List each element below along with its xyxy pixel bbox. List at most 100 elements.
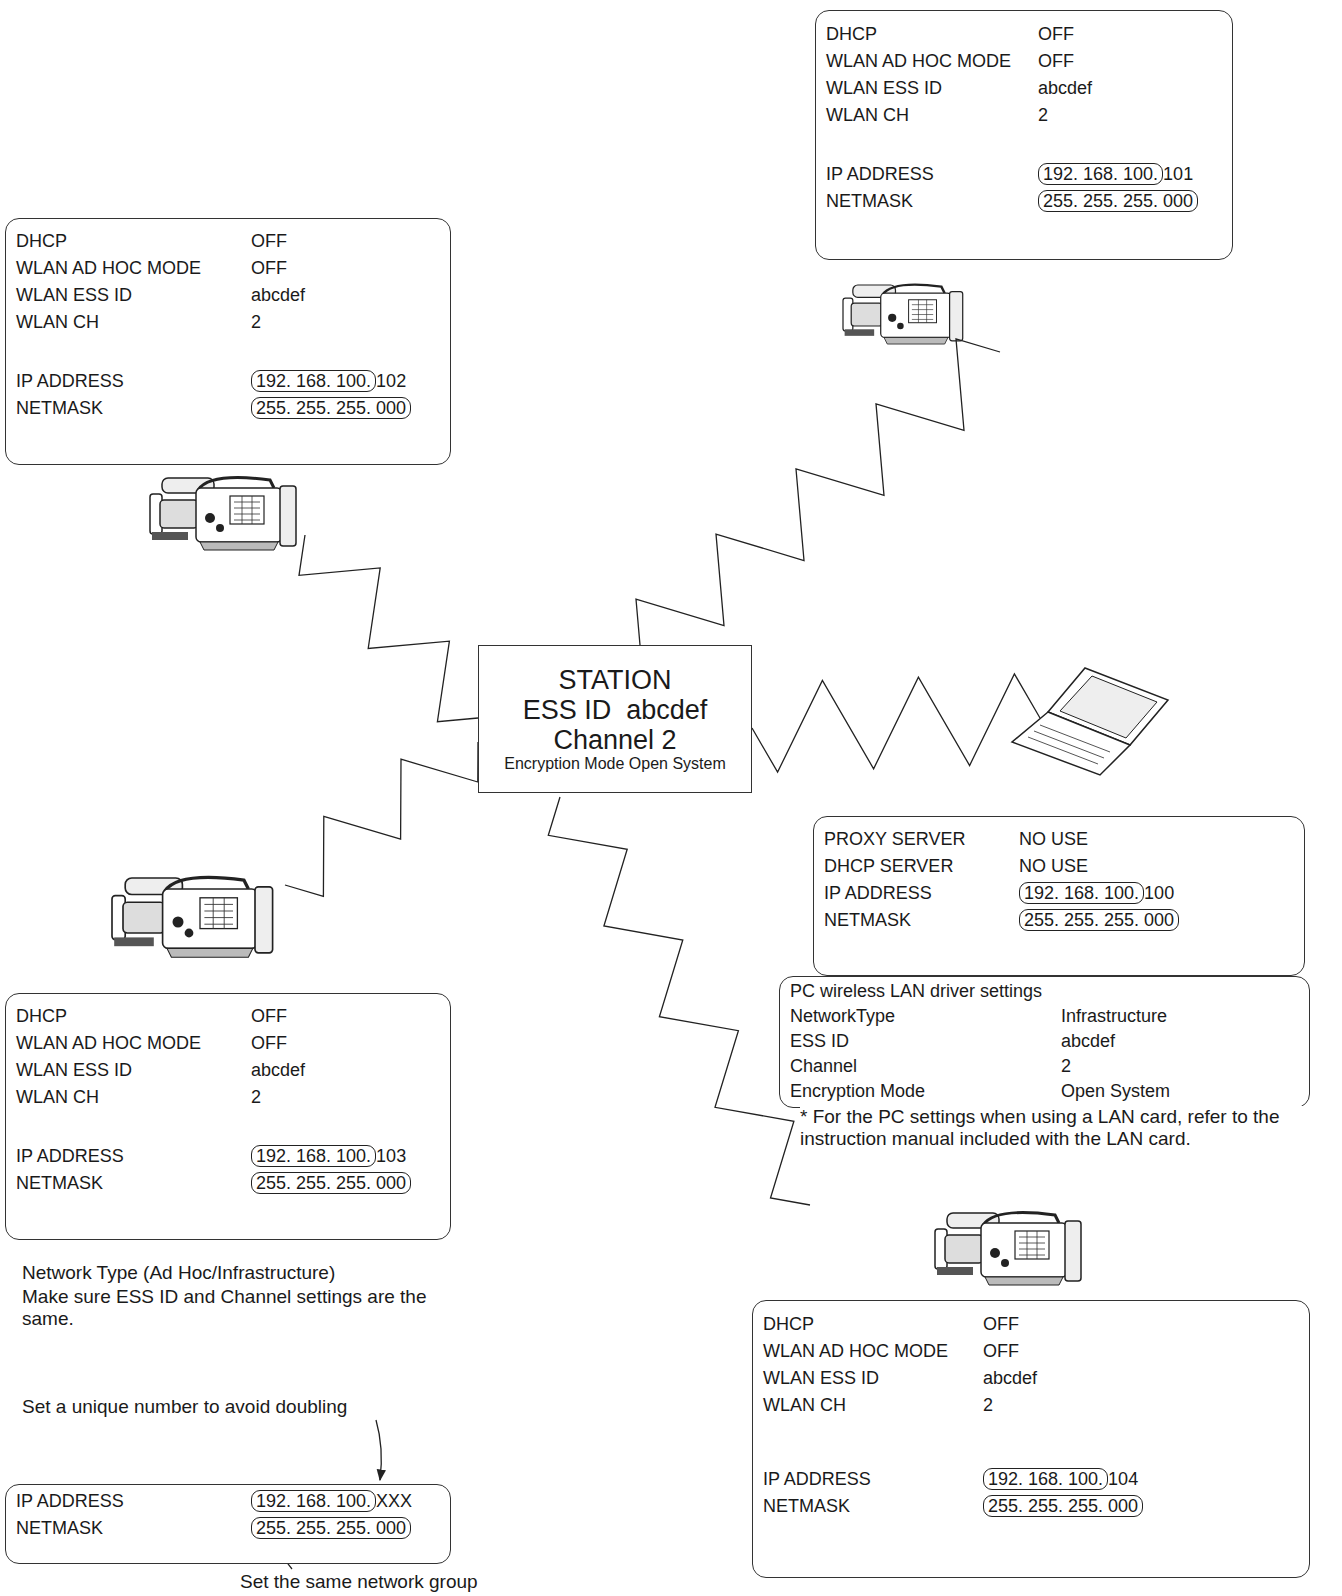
setting-value-text: 192. 168. 100.: [251, 370, 376, 392]
setting-label: IP ADDRESS: [824, 882, 932, 904]
setting-value-text: 2: [1061, 1056, 1071, 1076]
setting-value-text: 104: [1108, 1469, 1138, 1489]
setting-value-text: 192. 168. 100.: [251, 1490, 376, 1512]
settings-box: PC wireless LAN driver settingsNetworkTy…: [779, 976, 1310, 1108]
zigzag-link: [636, 339, 1000, 645]
setting-value-text: 255. 255. 255. 000: [1019, 909, 1179, 931]
setting-value-text: Infrastructure: [1061, 1006, 1167, 1026]
setting-value: OFF: [1038, 50, 1074, 72]
setting-label: IP ADDRESS: [16, 370, 124, 392]
setting-label: Encryption Mode: [790, 1080, 925, 1102]
setting-value: 2: [1061, 1055, 1071, 1077]
setting-value: Infrastructure: [1061, 1005, 1167, 1027]
settings-box: DHCPOFFWLAN AD HOC MODEOFFWLAN ESS IDabc…: [5, 993, 451, 1240]
setting-label: NETMASK: [16, 1517, 103, 1539]
setting-value-text: 102: [376, 371, 406, 391]
settings-box: DHCP OFF WLAN AD HOC MODE OFF WLAN ESS ID abc…: [5, 218, 451, 465]
setting-value: OFF: [251, 230, 287, 252]
station-box: STATIONESS ID abcdefChannel 2Encryption …: [478, 645, 752, 793]
setting-value: OFF: [983, 1313, 1019, 1335]
note-text: Make sure ESS ID and Channel settings ar…: [22, 1286, 432, 1330]
setting-label: PC wireless LAN driver settings: [790, 980, 1042, 1002]
setting-value-text: 2: [1038, 105, 1048, 125]
setting-value-text: abcdef: [251, 1060, 305, 1080]
setting-value: 192. 168. 100.101: [1038, 163, 1193, 185]
setting-label: WLAN AD HOC MODE: [763, 1340, 948, 1362]
setting-value: 255. 255. 255. 000: [251, 1517, 411, 1539]
setting-label: NETMASK: [763, 1495, 850, 1517]
station-text: Channel 2: [553, 725, 676, 755]
setting-value: 255. 255. 255. 000: [1019, 909, 1179, 931]
settings-box: IP ADDRESS192. 168. 100.XXXNETMASK255. 2…: [5, 1484, 451, 1564]
zigzag-link: [299, 535, 478, 722]
setting-label: WLAN AD HOC MODE: [16, 257, 201, 279]
setting-label: IP ADDRESS: [826, 163, 934, 185]
setting-value-text: 2: [983, 1395, 993, 1415]
setting-value: abcdef: [251, 1059, 305, 1081]
setting-value: OFF: [251, 1032, 287, 1054]
setting-value-text: OFF: [1038, 24, 1074, 44]
camera-figure: [935, 1213, 1081, 1285]
setting-value-text: 103: [376, 1146, 406, 1166]
camera-figure: [843, 285, 963, 344]
setting-label: IP ADDRESS: [16, 1145, 124, 1167]
setting-value: 2: [983, 1394, 993, 1416]
setting-label: WLAN CH: [826, 104, 909, 126]
setting-value-text: 2: [251, 312, 261, 332]
setting-value: 192. 168. 100.104: [983, 1468, 1138, 1490]
zigzag-link: [548, 797, 810, 1205]
settings-box: PROXY SERVERNO USEDHCP SERVERNO USEIP AD…: [813, 816, 1305, 976]
setting-label: NetworkType: [790, 1005, 895, 1027]
setting-value-text: abcdef: [1061, 1031, 1115, 1051]
setting-value-text: OFF: [983, 1314, 1019, 1334]
setting-value-text: OFF: [251, 231, 287, 251]
setting-label: WLAN CH: [16, 1086, 99, 1108]
setting-value-text: abcdef: [1038, 78, 1092, 98]
settings-box: DHCPOFFWLAN AD HOC MODEOFFWLAN ESS IDabc…: [815, 10, 1233, 260]
setting-value-text: OFF: [251, 258, 287, 278]
setting-value: 255. 255. 255. 000: [251, 397, 411, 419]
camera-figure: [112, 877, 273, 957]
setting-label: NETMASK: [826, 190, 913, 212]
station-text: STATION: [559, 665, 672, 695]
setting-value-text: OFF: [983, 1341, 1019, 1361]
setting-value: OFF: [983, 1340, 1019, 1362]
setting-label: IP ADDRESS: [763, 1468, 871, 1490]
setting-value-text: 192. 168. 100.: [1019, 882, 1144, 904]
setting-value-text: abcdef: [251, 285, 305, 305]
setting-label: WLAN ESS ID: [826, 77, 942, 99]
setting-label: WLAN CH: [763, 1394, 846, 1416]
setting-value: abcdef: [983, 1367, 1037, 1389]
setting-value: 255. 255. 255. 000: [983, 1495, 1143, 1517]
setting-label: DHCP SERVER: [824, 855, 953, 877]
zigzag-link: [752, 674, 1040, 772]
setting-value-text: 100: [1144, 883, 1174, 903]
setting-value: abcdef: [1061, 1030, 1115, 1052]
setting-label: WLAN ESS ID: [16, 284, 132, 306]
setting-value: 192. 168. 100.XXX: [251, 1490, 412, 1512]
setting-label: NETMASK: [824, 909, 911, 931]
setting-value: NO USE: [1019, 828, 1088, 850]
setting-value-text: Open System: [1061, 1081, 1170, 1101]
station-text: ESS ID abcdef: [523, 695, 708, 725]
note-text: Network Type (Ad Hoc/Infrastructure): [22, 1262, 335, 1284]
setting-value-text: 192. 168. 100.: [1038, 163, 1163, 185]
setting-value: OFF: [251, 1005, 287, 1027]
setting-value: 192. 168. 100.103: [251, 1145, 406, 1167]
setting-label: DHCP: [826, 23, 877, 45]
setting-label: WLAN ESS ID: [16, 1059, 132, 1081]
setting-value: abcdef: [251, 284, 305, 306]
setting-value-text: 255. 255. 255. 000: [251, 1172, 411, 1194]
zigzag-link: [285, 742, 478, 896]
setting-label: DHCP: [16, 230, 67, 252]
setting-value: 2: [251, 311, 261, 333]
setting-value: abcdef: [1038, 77, 1092, 99]
setting-value-text: XXX: [376, 1491, 412, 1511]
setting-label: ESS ID: [790, 1030, 849, 1052]
setting-value: OFF: [1038, 23, 1074, 45]
setting-label: NETMASK: [16, 1172, 103, 1194]
setting-value-text: OFF: [251, 1033, 287, 1053]
setting-value-text: 192. 168. 100.: [251, 1145, 376, 1167]
setting-value: 2: [251, 1086, 261, 1108]
setting-value-text: 255. 255. 255. 000: [1038, 190, 1198, 212]
